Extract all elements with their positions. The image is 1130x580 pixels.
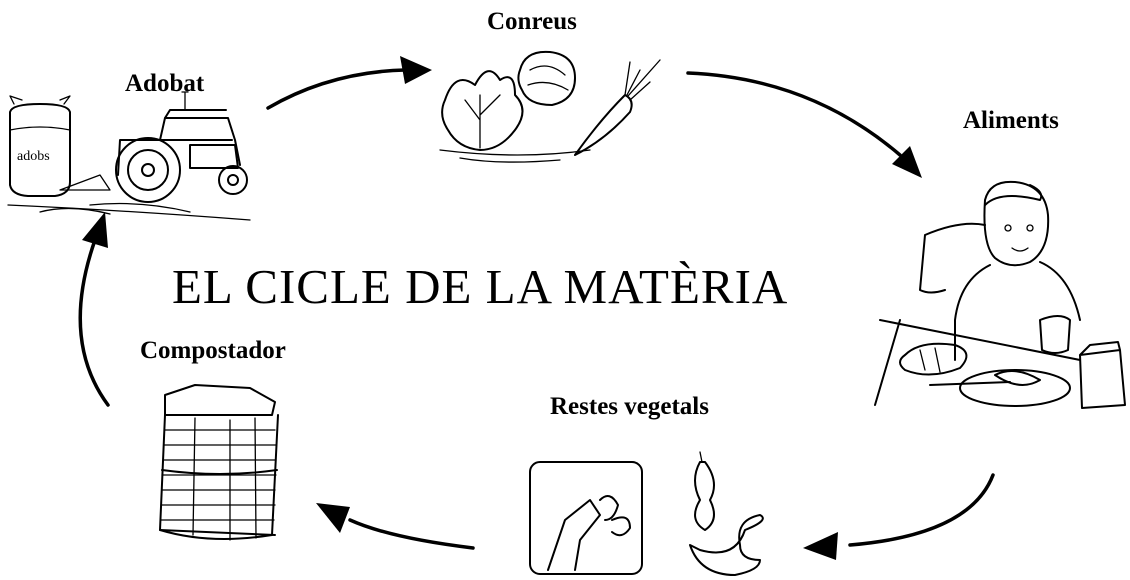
- fertilizer-sack-icon: adobs: [9, 95, 71, 197]
- stage-label-aliments: Aliments: [963, 107, 1059, 134]
- organic-waste-icon: [529, 451, 764, 576]
- arrow-compostador-to-adobat: [78, 212, 110, 407]
- arrow-aliments-to-restes: [803, 473, 995, 560]
- arrow-restes-to-compostador: [316, 503, 475, 550]
- crops-icon: [439, 50, 661, 163]
- stage-label-adobat: Adobat: [125, 70, 205, 97]
- stage-label-compostador: Compostador: [140, 337, 286, 364]
- diagram-title: EL CICLE DE LA MATÈRIA: [172, 259, 789, 314]
- stage-label-restes-vegetals: Restes vegetals: [550, 393, 709, 420]
- arrow-adobat-to-conreus: [266, 56, 432, 110]
- stage-label-conreus: Conreus: [487, 8, 577, 35]
- child-eating-icon: [874, 180, 1126, 409]
- sack-label: adobs: [17, 149, 50, 164]
- compost-bin-icon: [159, 384, 279, 541]
- tractor-icon: [7, 91, 251, 221]
- arrow-conreus-to-aliments: [686, 71, 922, 178]
